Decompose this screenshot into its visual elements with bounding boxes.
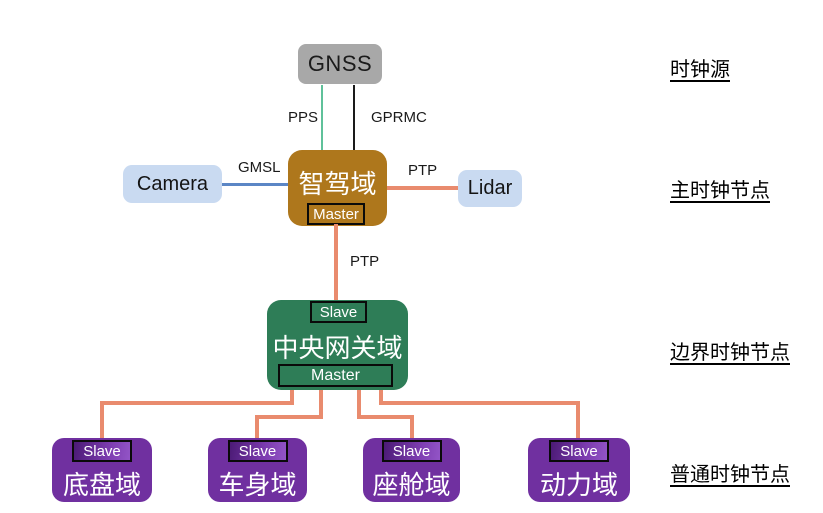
body-slave-tag: Slave bbox=[227, 440, 288, 462]
ptp-label-lidar: PTP bbox=[408, 162, 438, 179]
power-domain-label: 动力域 bbox=[539, 470, 618, 500]
fanout-line-body bbox=[255, 415, 259, 440]
fanout-line-power bbox=[379, 401, 580, 405]
central-gateway-domain-node: Slave 中央网关域 Master bbox=[267, 300, 408, 390]
fanout-line-cockpit bbox=[357, 415, 414, 419]
ptp-label-gateway: PTP bbox=[350, 253, 380, 270]
fanout-line-chassis bbox=[100, 401, 294, 405]
pps-label: PPS bbox=[288, 109, 319, 126]
driving-master-tag: Master bbox=[307, 203, 365, 225]
gprmc-connector-line bbox=[353, 85, 355, 152]
fanout-line-cockpit bbox=[410, 415, 414, 440]
cockpit-domain-node: Slave 座舱域 bbox=[363, 438, 460, 502]
power-slave-tag: Slave bbox=[549, 440, 609, 462]
gmsl-label: GMSL bbox=[238, 159, 281, 176]
fanout-line-chassis bbox=[290, 390, 294, 405]
power-domain-node: Slave 动力域 bbox=[528, 438, 630, 502]
legend-master-clock-node: 主时钟节点 bbox=[670, 180, 770, 202]
camera-node: Camera bbox=[123, 165, 222, 203]
smart-driving-domain-node: 智驾域 Master bbox=[288, 150, 387, 226]
chassis-domain-label: 底盘域 bbox=[62, 470, 141, 500]
body-domain-node: Slave 车身域 bbox=[208, 438, 307, 502]
legend-ordinary-clock-node: 普通时钟节点 bbox=[670, 464, 790, 486]
cockpit-domain-label: 座舱域 bbox=[372, 470, 451, 500]
cockpit-slave-tag: Slave bbox=[381, 440, 442, 462]
legend-boundary-clock-node: 边界时钟节点 bbox=[670, 342, 790, 364]
fanout-line-body bbox=[255, 415, 323, 419]
lidar-node: Lidar bbox=[458, 170, 522, 207]
fanout-line-power bbox=[379, 390, 383, 405]
fanout-line-power bbox=[576, 401, 580, 438]
ptp-connector-line-gateway bbox=[334, 224, 338, 300]
gmsl-connector-line bbox=[222, 183, 288, 186]
smart-driving-domain-label: 智驾域 bbox=[298, 169, 377, 199]
fanout-line-body bbox=[319, 390, 323, 419]
fanout-line-cockpit bbox=[357, 390, 361, 419]
ptp-connector-line-lidar bbox=[387, 186, 458, 190]
central-gateway-domain-label: 中央网关域 bbox=[272, 333, 403, 363]
chassis-slave-tag: Slave bbox=[72, 440, 132, 462]
chassis-domain-node: Slave 底盘域 bbox=[52, 438, 152, 502]
pps-connector-line bbox=[321, 85, 323, 152]
body-domain-label: 车身域 bbox=[218, 470, 297, 500]
gateway-slave-tag: Slave bbox=[310, 301, 367, 323]
legend-clock-source: 时钟源 bbox=[670, 59, 730, 81]
gateway-master-tag: Master bbox=[278, 364, 393, 387]
fanout-line-chassis bbox=[100, 401, 104, 438]
gnss-node: GNSS bbox=[298, 44, 382, 84]
gprmc-label: GPRMC bbox=[371, 109, 427, 126]
